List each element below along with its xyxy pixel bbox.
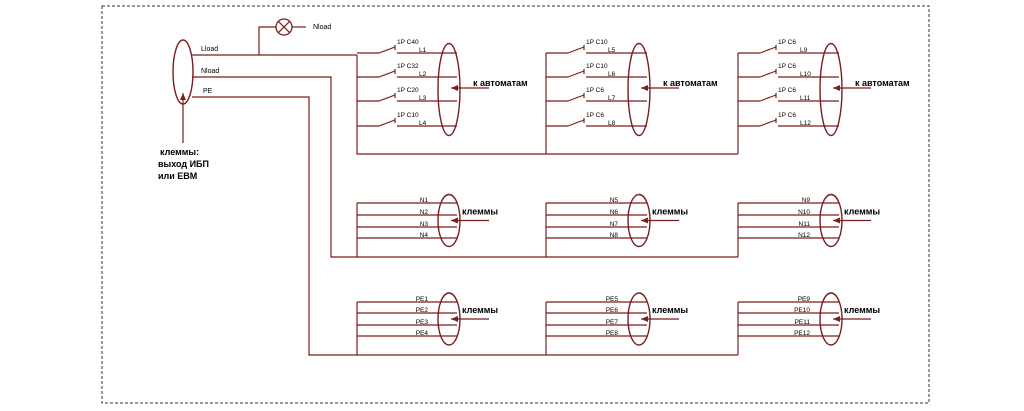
neutral-target-label: клеммы bbox=[844, 207, 880, 217]
neutral-line-label: N2 bbox=[420, 209, 429, 216]
breaker-rating-label: 1P C6 bbox=[778, 87, 796, 94]
breaker-contact bbox=[759, 46, 777, 54]
pe-feed-wire bbox=[192, 96, 357, 356]
breaker-rating-label: 1P C6 bbox=[586, 112, 604, 119]
neutral-line-label: N9 bbox=[802, 197, 811, 204]
source-label-nload: Nload bbox=[201, 68, 219, 75]
breaker-contact bbox=[378, 119, 396, 127]
pe-target-label: клеммы bbox=[462, 305, 498, 315]
source-label-lload: Lload bbox=[201, 46, 218, 53]
output-terminal-ellipse bbox=[627, 42, 651, 137]
breaker-rating-label: 1P C10 bbox=[586, 63, 608, 70]
pe-target-label: клеммы bbox=[844, 305, 880, 315]
neutral-line-label: N1 bbox=[420, 197, 429, 204]
breaker-contact bbox=[759, 94, 777, 102]
breaker-rating-label: 1P C40 bbox=[397, 39, 419, 46]
pe-line-label: PE11 bbox=[795, 319, 811, 326]
pe-line-label: PE10 bbox=[794, 307, 810, 314]
breaker-rating-label: 1P C10 bbox=[397, 112, 419, 119]
breaker-line-label: L10 bbox=[800, 71, 811, 78]
breaker-line-label: L8 bbox=[608, 120, 616, 127]
breaker-rating-label: 1P C20 bbox=[397, 87, 419, 94]
wires bbox=[192, 26, 739, 356]
pe-line-label: PE4 bbox=[416, 330, 429, 337]
breaker-contact bbox=[567, 46, 585, 54]
breaker-group-3: 1P C6 L9 1P C6 L10 1P C6 L11 1P C6 L12 к автомат… bbox=[738, 39, 910, 137]
output-target-label: к автоматам bbox=[473, 78, 528, 88]
lamp-label: Nload bbox=[313, 24, 331, 31]
neutral-line-label: N6 bbox=[610, 209, 619, 216]
pe-line-label: PE8 bbox=[606, 330, 619, 337]
source-label-pe: PE bbox=[203, 88, 213, 95]
output-terminal-ellipse bbox=[437, 42, 461, 137]
output-target-label: к автоматам bbox=[663, 78, 718, 88]
neutral-target-label: клеммы bbox=[652, 207, 688, 217]
output-target-label: к автоматам bbox=[855, 78, 910, 88]
pe-line-label: PE7 bbox=[606, 319, 619, 326]
breaker-rating-label: 1P C10 bbox=[586, 39, 608, 46]
breaker-line-label: L3 bbox=[419, 95, 427, 102]
source-caption-line-2: выход ИБП bbox=[158, 159, 209, 169]
breaker-line-label: L6 bbox=[608, 71, 616, 78]
breaker-contact bbox=[759, 70, 777, 78]
nload-feed-wire bbox=[192, 76, 357, 258]
breaker-contact bbox=[378, 70, 396, 78]
output-terminal-ellipse bbox=[819, 42, 843, 137]
breaker-line-label: L9 bbox=[800, 47, 808, 54]
lamp-cross-b bbox=[277, 20, 291, 34]
pe-line-label: PE5 bbox=[606, 296, 619, 303]
pe-line-label: PE6 bbox=[606, 307, 619, 314]
source-caption-line-1: клеммы: bbox=[160, 147, 199, 157]
neutral-line-label: N8 bbox=[610, 232, 619, 239]
breaker-line-label: L11 bbox=[800, 95, 811, 102]
pe-line-label: PE12 bbox=[794, 330, 810, 337]
enclosure-border bbox=[101, 5, 930, 404]
pe-line-label: PE1 bbox=[416, 296, 429, 303]
breaker-line-label: L7 bbox=[608, 95, 616, 102]
neutral-line-label: N4 bbox=[420, 232, 429, 239]
pe-line-label: PE2 bbox=[416, 307, 429, 314]
breaker-rating-label: 1P C32 bbox=[397, 63, 419, 70]
breaker-contact bbox=[567, 94, 585, 102]
neutral-line-label: N5 bbox=[610, 197, 619, 204]
breaker-contact bbox=[567, 70, 585, 78]
breaker-rating-label: 1P C6 bbox=[778, 63, 796, 70]
neutral-line-label: N11 bbox=[799, 221, 811, 228]
neutral-line-label: N10 bbox=[798, 209, 810, 216]
neutral-line-label: N12 bbox=[798, 232, 810, 239]
breaker-contact bbox=[759, 119, 777, 127]
breaker-line-label: L5 bbox=[608, 47, 616, 54]
pe-target-label: клеммы bbox=[652, 305, 688, 315]
lamp-lead-wire bbox=[258, 26, 276, 55]
breaker-line-label: L4 bbox=[419, 120, 427, 127]
breaker-line-label: L12 bbox=[800, 120, 811, 127]
neutral-line-label: N7 bbox=[610, 221, 619, 228]
pe-line-label: PE3 bbox=[416, 319, 429, 326]
source-caption-line-3: или ЕВМ bbox=[158, 171, 197, 181]
breaker-contact bbox=[567, 119, 585, 127]
breaker-contact bbox=[378, 46, 396, 54]
phase-bus-wire bbox=[356, 55, 738, 155]
pe-line-label: PE9 bbox=[798, 296, 811, 303]
breaker-rating-label: 1P C6 bbox=[778, 39, 796, 46]
breaker-line-label: L1 bbox=[419, 47, 427, 54]
breaker-contact bbox=[378, 94, 396, 102]
breaker-line-label: L2 bbox=[419, 71, 427, 78]
breaker-rating-label: 1P C6 bbox=[778, 112, 796, 119]
neutral-line-label: N3 bbox=[420, 221, 429, 228]
breaker-rating-label: 1P C6 bbox=[586, 87, 604, 94]
neutral-target-label: клеммы bbox=[462, 207, 498, 217]
